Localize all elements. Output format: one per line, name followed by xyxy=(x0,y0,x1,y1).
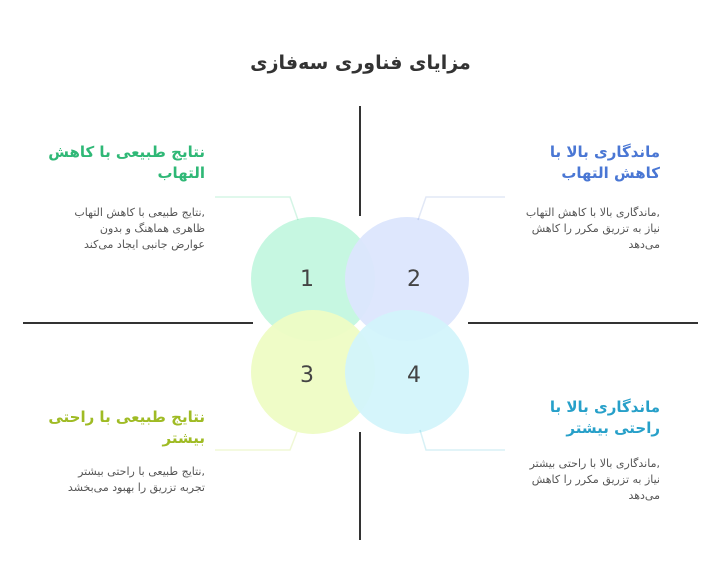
connector-top-left xyxy=(215,196,299,221)
connector-bottom-right xyxy=(419,429,505,451)
heading-top-right: ماندگاری بالا با کاهش التهاب xyxy=(549,143,660,182)
heading-bottom-left: نتایج طبیعی با راحتی بیشتر xyxy=(48,408,205,447)
desc-line: نیاز به تزریق مکرر را کاهش xyxy=(531,222,660,235)
desc-top-right: ,ماندگاری بالا با کاهش التهاب نیاز به تز… xyxy=(505,205,660,253)
desc-line: می‌دهد xyxy=(628,238,660,251)
desc-line: ,نتایج طبیعی با کاهش التهاب xyxy=(74,206,205,219)
circle-number-2: 2 xyxy=(407,267,421,292)
desc-bottom-right: ,ماندگاری بالا با راحتی بیشتر نیاز به تز… xyxy=(505,456,660,504)
desc-line: ظاهری هماهنگ و بدون xyxy=(99,222,205,235)
diagram-title: مزایای فناوری سه‌فازی xyxy=(250,52,471,74)
circle-3 xyxy=(251,310,375,434)
heading-bottom-right: ماندگاری بالا با راحتی بیشتر xyxy=(549,398,660,437)
desc-line: نیاز به تزریق مکرر را کاهش xyxy=(531,473,660,486)
heading-top-left: نتایج طبیعی با کاهش التهاب xyxy=(48,143,205,182)
axis-top-vertical xyxy=(359,106,361,216)
connector-top-right xyxy=(417,196,505,221)
axis-left-horizontal xyxy=(23,322,253,324)
desc-top-left: ,نتایج طبیعی با کاهش التهاب ظاهری هماهنگ… xyxy=(30,205,205,253)
circle-4 xyxy=(345,310,469,434)
circle-number-3: 3 xyxy=(300,363,314,388)
connector-bottom-left xyxy=(215,431,298,451)
desc-line: ,ماندگاری بالا با راحتی بیشتر xyxy=(529,457,660,470)
circle-2 xyxy=(345,217,469,341)
desc-line: می‌دهد xyxy=(628,489,660,502)
desc-line: تجربه تزریق را بهبود می‌بخشد xyxy=(67,481,205,494)
desc-line: ,نتایج طبیعی با راحتی بیشتر xyxy=(78,465,205,478)
axis-bottom-vertical xyxy=(359,432,361,540)
circle-number-1: 1 xyxy=(300,267,314,292)
circle-1 xyxy=(251,217,375,341)
axis-right-horizontal xyxy=(468,322,698,324)
desc-bottom-left: ,نتایج طبیعی با راحتی بیشتر تجربه تزریق … xyxy=(30,464,205,496)
desc-line: عوارض جانبی ایجاد می‌کند xyxy=(84,238,205,251)
circle-number-4: 4 xyxy=(407,363,421,388)
desc-line: ,ماندگاری بالا با کاهش التهاب xyxy=(525,206,660,219)
